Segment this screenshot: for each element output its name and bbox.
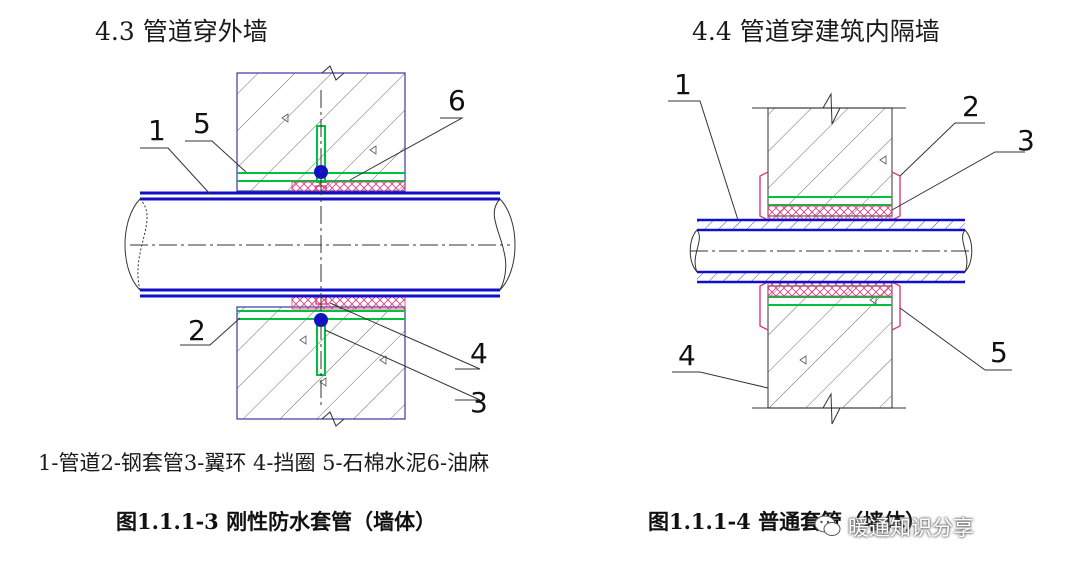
left-title: 4.3 管道穿外墙 <box>95 17 268 46</box>
left-callout-3: 3 <box>470 386 488 419</box>
right-pipe <box>689 218 973 284</box>
right-wall <box>752 92 906 425</box>
left-callout-2: 2 <box>188 314 206 347</box>
right-title: 4.4 管道穿建筑内隔墙 <box>692 17 940 46</box>
left-callout-5: 5 <box>193 107 211 140</box>
left-filler <box>291 181 406 310</box>
right-callout-3: 3 <box>1017 124 1035 157</box>
left-leaders <box>140 117 481 401</box>
left-legend: 1-管道2-钢套管3-翼环 4-挡圈 5-石棉水泥6-油麻 <box>38 451 490 475</box>
right-leaders <box>668 100 1025 389</box>
watermark-text: 暖通知识分享 <box>848 516 974 540</box>
right-callout-4: 4 <box>678 339 696 372</box>
right-filler <box>759 171 901 331</box>
right-caption: 图1.1.1-4 普通套管（墙体） <box>648 509 927 534</box>
right-callout-5: 5 <box>990 336 1008 369</box>
left-caption: 图1.1.1-3 刚性防水套管（墙体） <box>116 509 437 534</box>
wechat-icon <box>814 515 841 536</box>
right-steel-sleeve <box>768 196 892 306</box>
right-callout-1: 1 <box>674 68 692 101</box>
left-pipe <box>124 90 516 405</box>
right-callout-2: 2 <box>962 90 980 123</box>
left-callout-6: 6 <box>448 84 466 117</box>
left-callout-1: 1 <box>148 114 166 147</box>
left-callout-4: 4 <box>470 337 488 370</box>
